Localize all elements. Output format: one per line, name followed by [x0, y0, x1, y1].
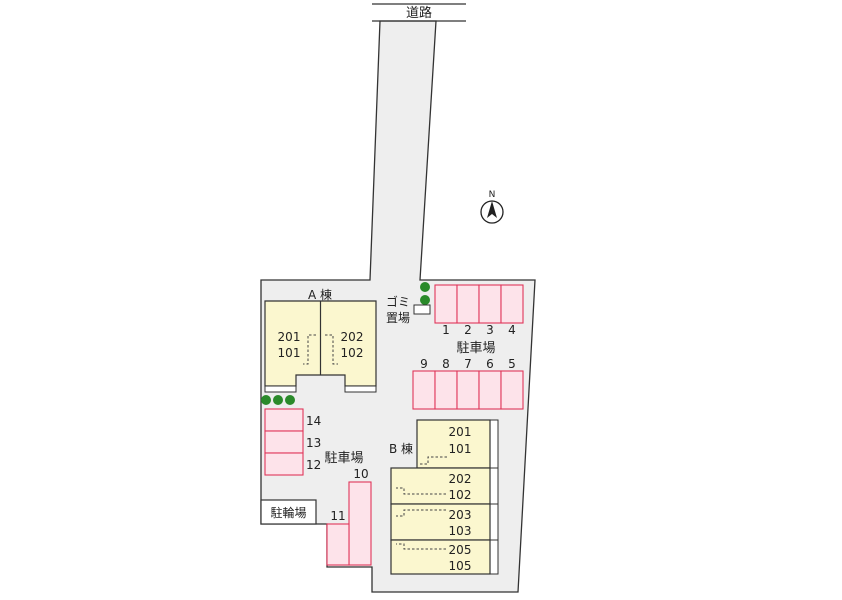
- bike-parking-box: [260, 499, 317, 525]
- parking-space-3: 3: [486, 323, 494, 337]
- building-a: [264, 300, 377, 387]
- parking-space-8: 8: [442, 357, 450, 371]
- parking-space-6: 6: [486, 357, 494, 371]
- building-b: [390, 419, 499, 575]
- parking-space-1: 1: [442, 323, 450, 337]
- parking-space-11: 11: [330, 509, 345, 523]
- tree-icon: [285, 395, 295, 405]
- tree-icon: [420, 282, 430, 292]
- compass-label: N: [489, 190, 496, 200]
- parking-row-top: [434, 284, 524, 324]
- building-b-unit-202: 202: [449, 472, 472, 486]
- parking-bottom: [326, 481, 372, 566]
- building-b-unit-102: 102: [449, 488, 472, 502]
- parking-space-2: 2: [464, 323, 472, 337]
- parking-space-5: 5: [508, 357, 516, 371]
- building-a-name: A 棟: [308, 287, 332, 302]
- parking-space-4: 4: [508, 323, 516, 337]
- parking-space-14: 14: [306, 414, 321, 428]
- building-a-unit-201: 201: [278, 330, 301, 344]
- parking-space-12: 12: [306, 458, 321, 472]
- building-a-unit-102: 102: [341, 346, 364, 360]
- parking-column-left: [264, 408, 304, 476]
- garbage-label-line2: 置場: [386, 311, 410, 325]
- tree-icon: [261, 395, 271, 405]
- parking-space-7: 7: [464, 357, 472, 371]
- parking-left-label: 駐車場: [324, 451, 363, 466]
- tree-icon: [273, 395, 283, 405]
- building-b-unit-101: 101: [449, 442, 472, 456]
- tree-icon: [420, 295, 430, 305]
- building-b-unit-201: 201: [449, 425, 472, 439]
- bike-parking-label: 駐輪場: [270, 505, 306, 520]
- building-b-unit-205: 205: [449, 543, 472, 557]
- parking-space-9: 9: [420, 357, 428, 371]
- building-b-unit-103: 103: [449, 524, 472, 538]
- building-b-name: B 棟: [389, 441, 413, 456]
- building-a-step-right: [344, 385, 377, 393]
- building-b-unit-105: 105: [449, 559, 472, 573]
- building-a-unit-101: 101: [278, 346, 301, 360]
- parking-space-10: 10: [353, 467, 368, 481]
- parking-space-13: 13: [306, 436, 321, 450]
- parking-top-label: 駐車場: [456, 341, 495, 356]
- building-a-step-left: [264, 385, 297, 393]
- garbage-label-line1: ゴミ: [386, 294, 410, 309]
- parking-row-middle: [412, 370, 524, 410]
- road-label: 道路: [406, 5, 432, 21]
- building-a-unit-202: 202: [341, 330, 364, 344]
- garbage-box-icon: [413, 304, 431, 315]
- building-b-unit-203: 203: [449, 508, 472, 522]
- north-arrow-icon: [480, 200, 504, 224]
